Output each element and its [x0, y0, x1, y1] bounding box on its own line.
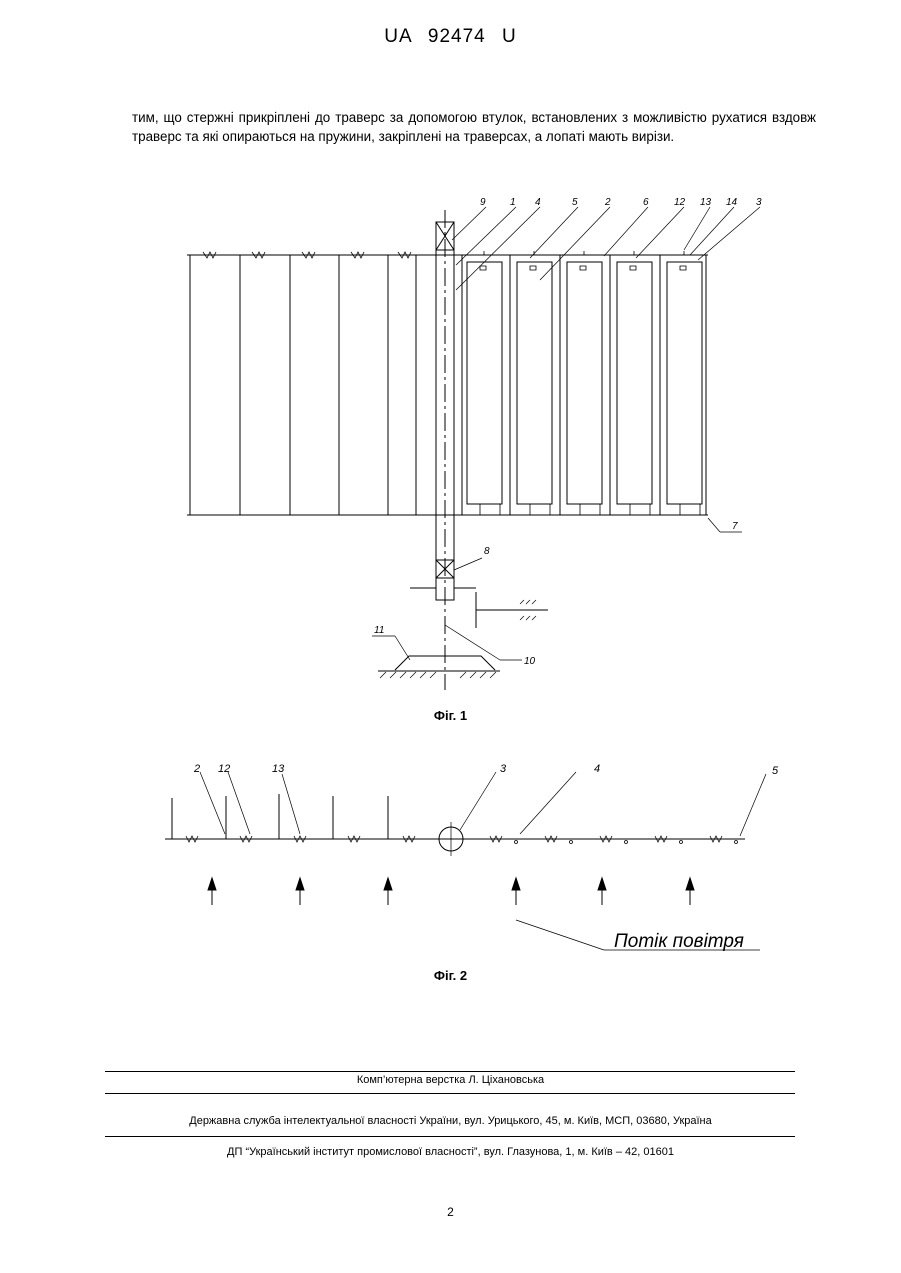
footer-rule-3 [105, 1136, 795, 1137]
footer-layout-credit: Комп’ютерна верстка Л. Ціхановська [0, 1074, 901, 1086]
fig2-label-13: 13 [272, 763, 285, 775]
footer-rule-2 [105, 1093, 795, 1094]
fig1-label-2: 2 [604, 197, 611, 208]
page-number: 2 [0, 1205, 901, 1219]
fig1-label-12: 12 [674, 197, 686, 208]
fig1-label-11: 11 [374, 625, 384, 636]
fig1-label-10: 10 [524, 656, 536, 667]
fig1-label-1: 1 [510, 197, 516, 208]
fig1-label-4: 4 [535, 197, 541, 208]
figure-2-caption: Фіг. 2 [0, 968, 901, 983]
fig2-label-5: 5 [772, 765, 779, 777]
fig1-label-8: 8 [484, 546, 490, 557]
fig1-label-13: 13 [700, 197, 712, 208]
figure-2-drawing: 2 12 13 3 4 5 Потік повітря [0, 750, 901, 970]
fig1-label-9: 9 [480, 197, 486, 208]
fig1-label-14: 14 [726, 197, 738, 208]
fig2-label-3: 3 [500, 763, 507, 775]
footer-rule-1 [105, 1071, 795, 1072]
fig2-label-12: 12 [218, 763, 230, 775]
figure-1-drawing: 9 1 4 5 2 6 12 13 14 3 7 8 11 10 [0, 0, 901, 720]
fig1-label-3: 3 [756, 197, 762, 208]
fig1-label-7: 7 [732, 521, 738, 532]
footer-institute: ДП “Український інститут промислової вла… [0, 1146, 901, 1158]
fig2-label-4: 4 [594, 763, 600, 775]
figure-1-caption: Фіг. 1 [0, 708, 901, 723]
fig2-label-2: 2 [193, 763, 200, 775]
airflow-label: Потік повітря [614, 931, 744, 952]
fig1-label-5: 5 [572, 197, 578, 208]
fig1-label-6: 6 [643, 197, 649, 208]
footer-agency: Державна служба інтелектуальної власност… [0, 1115, 901, 1127]
